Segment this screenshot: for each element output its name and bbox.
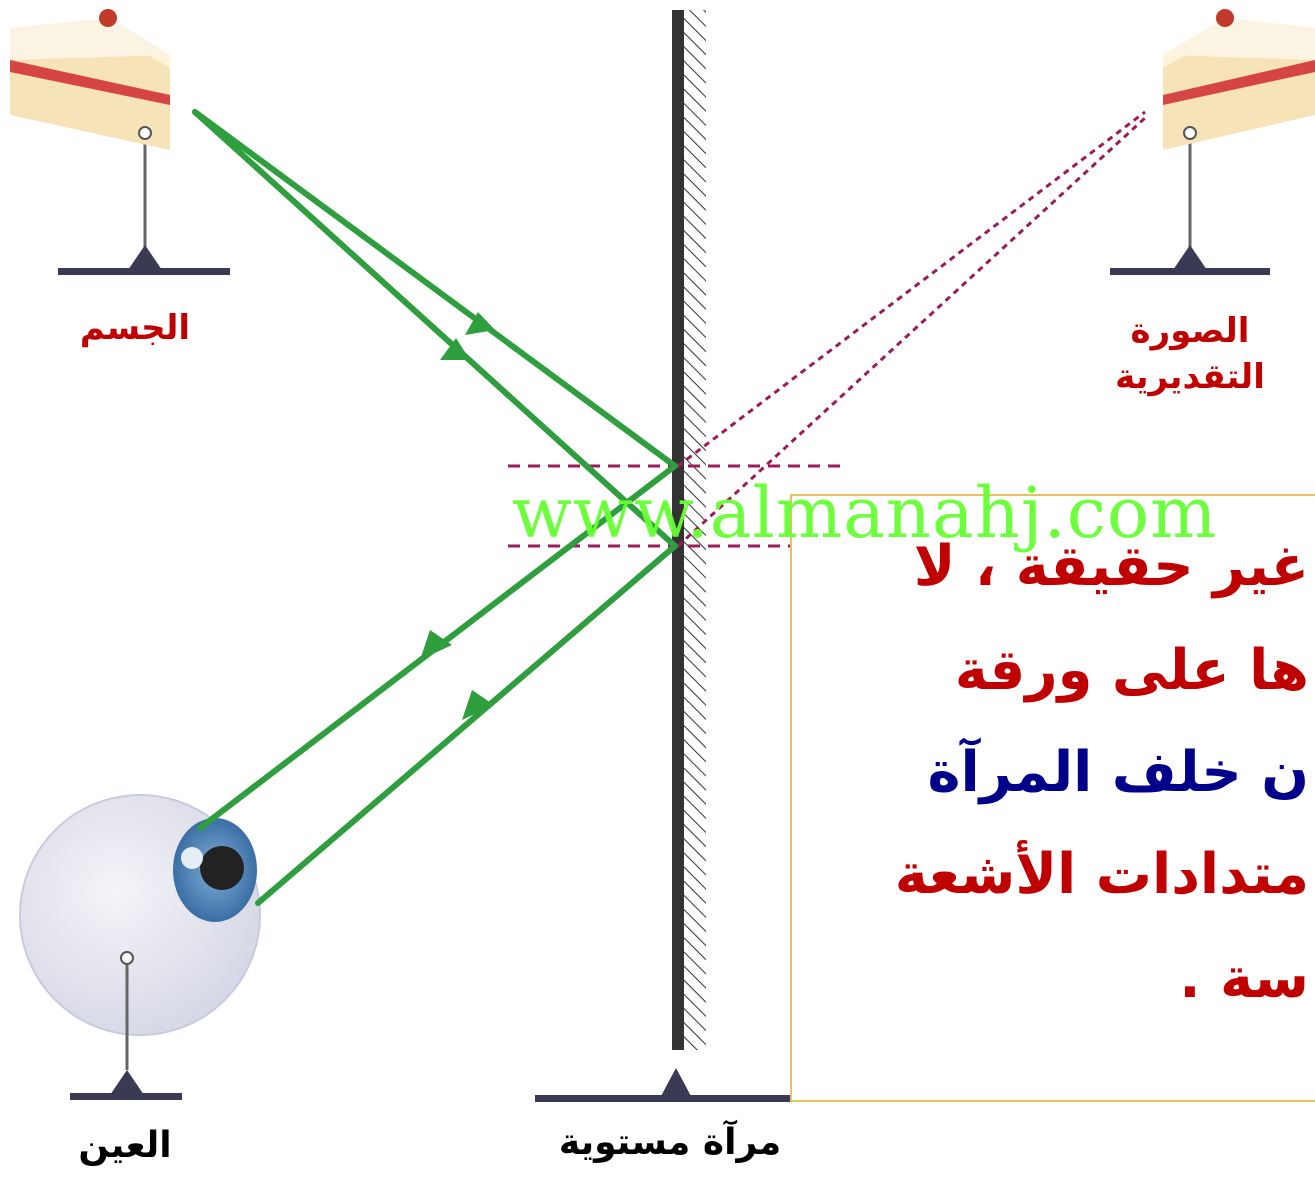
explanation-textbox: غير حقيقة ، لا ها على ورقة ن خلف المرآة …	[790, 494, 1315, 1102]
virtual-image-label: الصورة التقديرية	[1115, 311, 1265, 397]
virtual-image-cake-icon	[1110, 9, 1315, 275]
textbox-line-1: غير حقيقة ، لا	[913, 534, 1309, 599]
mirror-label: مرآة مستوية	[558, 1122, 782, 1163]
textbox-line-3: ن خلف المرآة	[927, 740, 1309, 805]
eye-label: العين	[78, 1125, 172, 1166]
plane-mirror	[535, 10, 815, 1102]
eye-icon	[19, 794, 261, 1100]
ray-arrows	[420, 312, 495, 720]
watermark: www.almanahj.com	[512, 472, 1218, 554]
virtual-ray-extensions	[676, 110, 1147, 548]
textbox-line-2: ها على ورقة	[954, 638, 1309, 703]
textbox-line-4: متدادات الأشعة	[894, 842, 1309, 907]
object-cake-icon	[10, 9, 230, 275]
object-label: الجسم	[79, 308, 191, 348]
textbox-line-5: سة .	[1179, 946, 1309, 1011]
